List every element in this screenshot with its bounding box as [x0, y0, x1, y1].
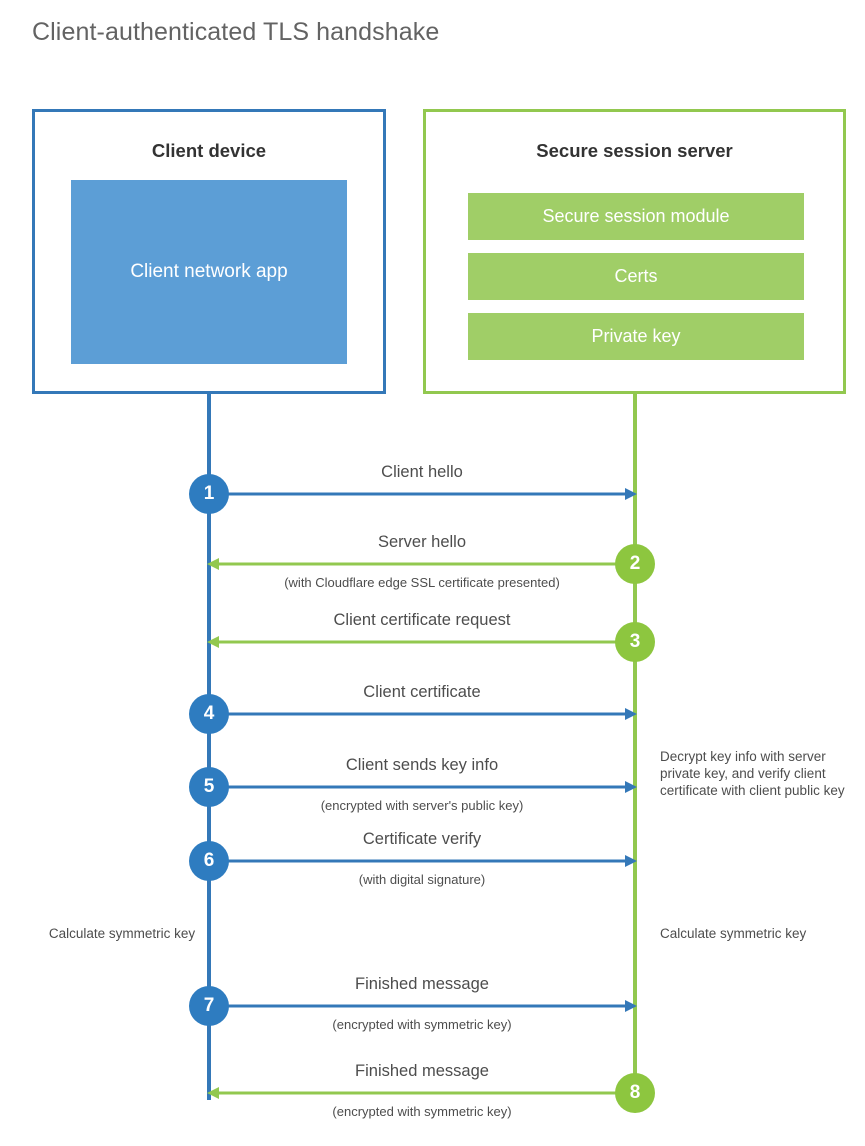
step-marker-6: 6 — [189, 841, 229, 881]
server-component-certs: Certs — [468, 253, 804, 300]
message-sublabel-6: (with digital signature) — [358, 872, 486, 887]
step-marker-4: 4 — [189, 694, 229, 734]
step-marker-3: 3 — [615, 622, 655, 662]
client-lifeline — [207, 394, 211, 1100]
client-network-app-block: Client network app — [71, 180, 347, 364]
client-device-title: Client device — [151, 140, 267, 161]
server-component-secure-session-module: Secure session module — [468, 193, 804, 240]
server-lifeline — [633, 394, 637, 1094]
note-calculate-symmetric-key-server: Calculate symmetric key — [660, 926, 807, 941]
note-calculate-symmetric-key-client: Calculate symmetric key — [48, 926, 196, 941]
message-label-4: Client certificate — [363, 683, 481, 701]
arrow-7-right — [207, 1000, 637, 1012]
step-marker-7: 7 — [189, 986, 229, 1026]
arrow-2-left — [207, 558, 637, 570]
message-sublabel-7: (encrypted with symmetric key) — [332, 1017, 512, 1032]
message-label-2: Server hello — [377, 533, 467, 551]
step-marker-2: 2 — [615, 544, 655, 584]
step-marker-5: 5 — [189, 767, 229, 807]
message-sublabel-5: (encrypted with server's public key) — [320, 798, 524, 813]
secure-session-server-box: Secure session server Secure session mod… — [423, 109, 846, 394]
arrow-6-right — [207, 855, 637, 867]
arrow-4-right — [207, 708, 637, 720]
message-sublabel-8: (encrypted with symmetric key) — [332, 1104, 512, 1119]
client-device-box: Client device Client network app — [32, 109, 386, 394]
message-label-6: Certificate verify — [362, 830, 482, 848]
server-component-private-key: Private key — [468, 313, 804, 360]
arrow-8-left — [207, 1087, 637, 1099]
message-label-3: Client certificate request — [333, 611, 511, 629]
note-decrypt-key-info: Decrypt key info with server private key… — [660, 749, 845, 798]
step-marker-8: 8 — [615, 1073, 655, 1113]
arrow-1-right — [207, 488, 637, 500]
step-marker-1: 1 — [189, 474, 229, 514]
arrow-5-right — [207, 781, 637, 793]
page-title: Client-authenticated TLS handshake — [32, 18, 440, 46]
message-label-8: Finished message — [355, 1062, 489, 1080]
arrow-3-left — [207, 636, 637, 648]
message-label-7: Finished message — [355, 975, 489, 993]
message-sublabel-2: (with Cloudflare edge SSL certificate pr… — [284, 575, 560, 590]
secure-session-server-title: Secure session server — [536, 140, 733, 161]
message-label-5: Client sends key info — [345, 756, 499, 774]
message-label-1: Client hello — [381, 463, 463, 481]
